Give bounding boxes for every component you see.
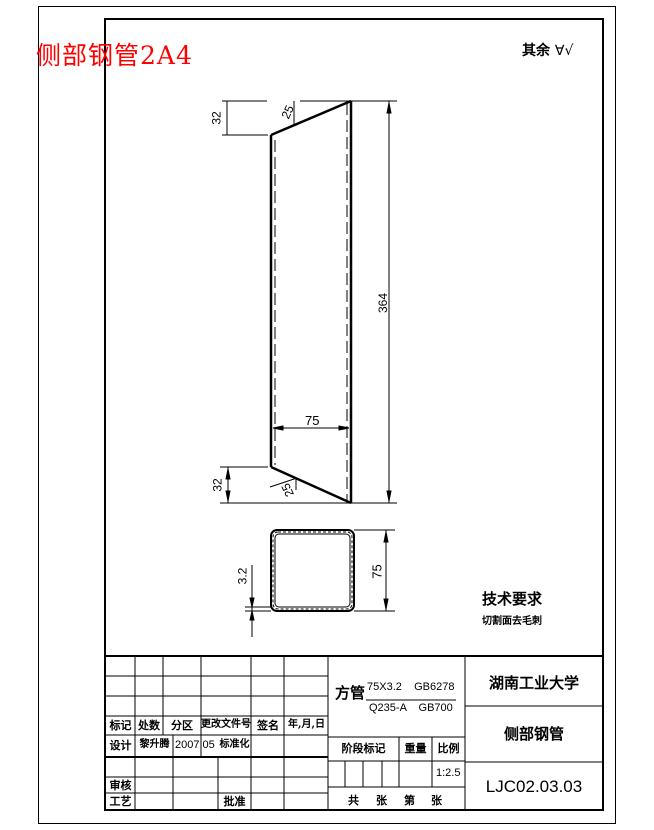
front-view — [220, 99, 397, 505]
organization-name: 湖南工业大学 — [488, 674, 579, 692]
design-label: 设计 — [109, 739, 132, 752]
tech-requirement-item: 切割面去毛刺 — [482, 616, 542, 627]
designer-name: 黎升腾 — [139, 739, 170, 750]
design-date: 2007.05 — [175, 739, 215, 751]
weight-label: 重量 — [404, 742, 427, 755]
dim-height: 364 — [376, 292, 391, 314]
roughness-note-text: 其余 — [522, 43, 550, 59]
scale-label: 比例 — [437, 742, 460, 755]
sheet-no-label: 第 — [404, 794, 415, 807]
dim-wall-thickness: 3.2 — [235, 567, 250, 585]
tech-requirements-title: 技术要求 — [482, 590, 543, 608]
process-label: 工艺 — [109, 795, 132, 808]
material-spec-bottom: Q235-A GB700 — [369, 702, 453, 714]
rev-header-count: 处数 — [138, 719, 160, 732]
section-view — [245, 529, 395, 637]
rev-header-zone: 分区 — [171, 719, 193, 732]
stage-mark-label: 阶段标记 — [341, 742, 386, 755]
approve-label: 批准 — [223, 795, 246, 808]
rev-header-date: 年,月,日 — [288, 719, 325, 730]
title-block-grid — [104, 655, 604, 810]
drawing-number: LJC02.03.03 — [485, 777, 583, 796]
rev-header-sign: 签名 — [257, 719, 279, 732]
dim-top-offset: 32 — [209, 111, 224, 125]
rev-header-mark: 标记 — [109, 719, 132, 732]
surface-roughness-note: 其余 ∀√ — [522, 40, 573, 60]
rev-header-docno: 更改文件号 — [201, 719, 251, 730]
sheet-unit2-label: 张 — [431, 794, 442, 807]
review-label: 审核 — [109, 779, 132, 792]
material-prefix: 方管 — [335, 684, 366, 702]
part-name: 侧部钢管 — [503, 725, 564, 743]
sheet-total-label: 共 — [348, 794, 359, 807]
dim-width: 75 — [305, 413, 320, 428]
scale-value: 1:2.5 — [436, 767, 461, 779]
material-spec-top: 75X3.2 GB6278 — [367, 681, 455, 693]
header-label: 侧部钢管2A4 — [36, 41, 193, 70]
dim-section-side: 75 — [369, 564, 385, 579]
outer-border — [38, 6, 616, 824]
standardization-label: 标准化 — [219, 739, 250, 750]
dim-bottom-offset: 32 — [210, 478, 225, 492]
roughness-symbol-icon: ∀√ — [554, 43, 574, 59]
sheet-unit-label: 张 — [376, 794, 387, 807]
inner-border — [104, 18, 604, 811]
